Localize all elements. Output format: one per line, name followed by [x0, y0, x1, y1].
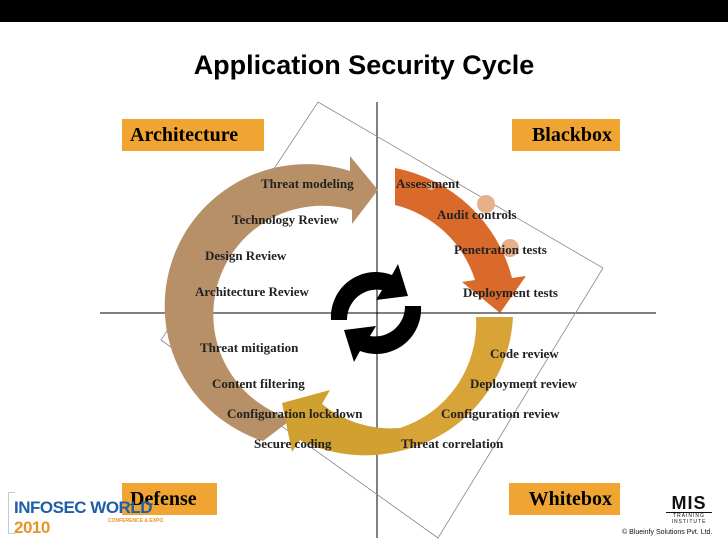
label-penetration-tests: Penetration tests [454, 242, 547, 257]
diamond-frame [160, 101, 604, 539]
corner-whitebox: Whitebox [509, 483, 620, 515]
infosec-logo-text: INFOSEC WORLD 2010 [14, 498, 153, 537]
label-design-review: Design Review [205, 248, 287, 263]
decor-dot-1 [477, 195, 495, 213]
label-secure-coding: Secure coding [254, 436, 332, 451]
label-assessment: Assessment [396, 176, 460, 191]
label-threat-mitigation: Threat mitigation [200, 340, 299, 355]
label-configuration-lockdown: Configuration lockdown [227, 406, 363, 421]
label-configuration-review: Configuration review [441, 406, 560, 421]
label-deployment-review: Deployment review [470, 376, 577, 391]
corner-defense: Defense [122, 483, 217, 515]
decor-dot-2 [501, 239, 519, 257]
defense-arrow [282, 390, 400, 456]
corner-architecture: Architecture [122, 119, 264, 151]
label-architecture-review: Architecture Review [195, 284, 309, 299]
infosec-logo-frame [8, 492, 15, 534]
decor-dot-3 [427, 182, 435, 190]
infosec-world-logo: INFOSEC WORLD 2010 CONFERENCE & EXPO [8, 492, 178, 538]
label-technology-review: Technology Review [232, 212, 339, 227]
corner-blackbox: Blackbox [512, 119, 620, 151]
mis-logo-text: MIS [671, 493, 707, 513]
label-threat-modeling: Threat modeling [261, 176, 354, 191]
label-deployment-tests: Deployment tests [463, 285, 558, 300]
blackbox-arrow [395, 168, 526, 313]
whitebox-arrow [400, 317, 513, 451]
label-content-filtering: Content filtering [212, 376, 305, 391]
mis-logo-subtext: TRAINING INSTITUTE [666, 512, 712, 525]
page-title: Application Security Cycle [193, 50, 535, 80]
label-audit-controls: Audit controls [437, 207, 517, 222]
top-bar [0, 0, 728, 22]
refresh-cycle-icon [330, 264, 422, 362]
architecture-arrow [164, 156, 378, 441]
label-code-review: Code review [490, 346, 559, 361]
mis-training-logo: MIS TRAINING INSTITUTE [666, 493, 712, 525]
copyright-notice: © Blueinfy Solutions Pvt. Ltd. [622, 529, 713, 536]
infosec-logo-subtext: CONFERENCE & EXPO [108, 518, 164, 524]
label-threat-correlation: Threat correlation [401, 436, 504, 451]
